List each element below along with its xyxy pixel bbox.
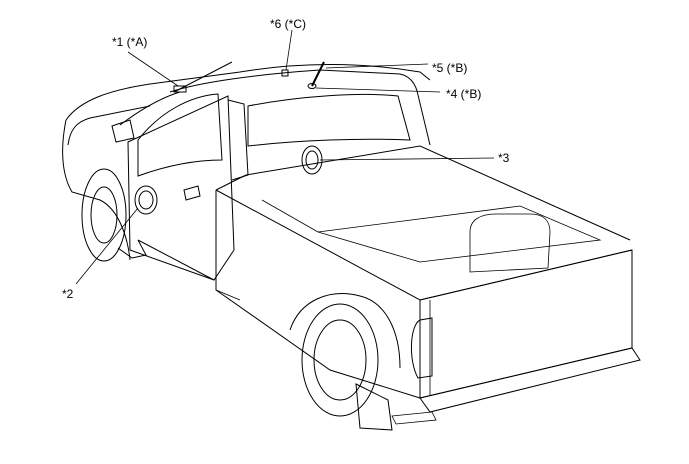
truck-body bbox=[62, 64, 641, 431]
callout-1: *1 (*A) bbox=[112, 35, 147, 49]
door-grommet bbox=[134, 185, 158, 215]
callout-3: *3 bbox=[498, 151, 510, 165]
callout-4: *4 (*B) bbox=[446, 87, 481, 101]
roof-marker bbox=[281, 69, 289, 77]
cab-grommet bbox=[301, 145, 323, 175]
windshield-antenna bbox=[173, 61, 233, 93]
callout-5: *5 (*B) bbox=[432, 61, 467, 75]
roof-antenna bbox=[307, 61, 325, 89]
leader-lines bbox=[75, 29, 495, 285]
callout-2: *2 bbox=[62, 287, 74, 301]
callout-6: *6 (*C) bbox=[270, 17, 306, 31]
